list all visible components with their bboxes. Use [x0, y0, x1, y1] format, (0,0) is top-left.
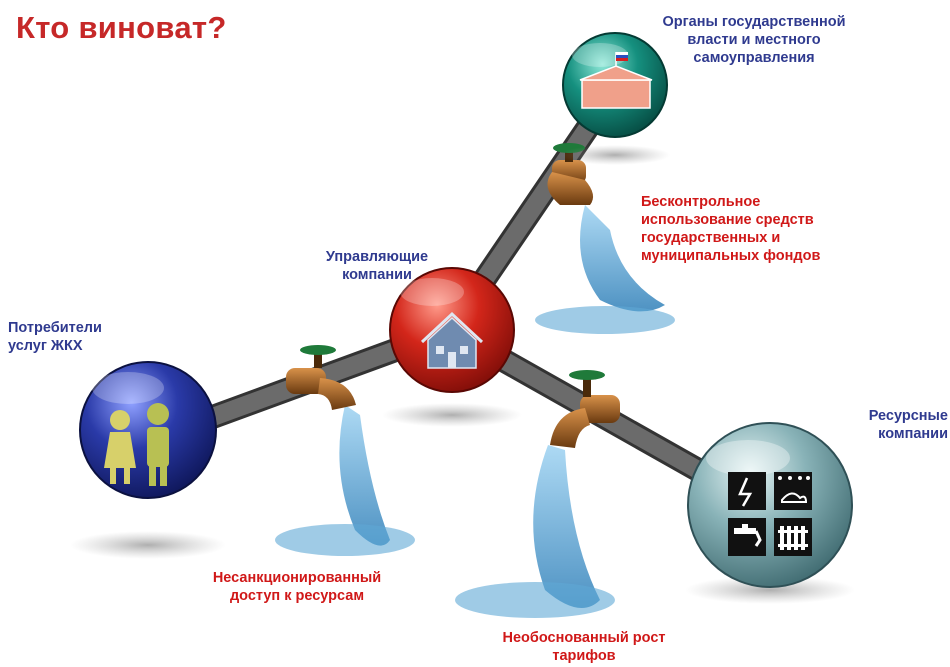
problem-unauthorized-access: Несанкционированный доступ к ресурсам	[182, 569, 412, 605]
house-icon	[420, 311, 484, 369]
faucet-icon	[286, 345, 356, 410]
problem-tariff-growth-text: Необоснованный рост тарифов	[502, 630, 666, 664]
water-stream-1	[535, 205, 675, 334]
problem-uncontrolled-funds-text: Бесконтрольное использование средств гос…	[641, 194, 821, 264]
problem-uncontrolled-funds: Бесконтрольное использование средств гос…	[641, 193, 891, 265]
label-management: Управляющие компании	[297, 248, 457, 284]
authorities-sphere	[562, 32, 668, 138]
people-icon	[104, 403, 169, 486]
water-stream-2	[275, 405, 415, 556]
government-building-icon	[579, 52, 653, 109]
label-authorities-text: Органы государственной власти и местного…	[662, 14, 846, 66]
resource-sphere	[687, 422, 853, 588]
page-title: Кто виноват?	[16, 10, 227, 45]
management-sphere	[389, 267, 515, 393]
problem-unauthorized-access-text: Несанкционированный доступ к ресурсам	[212, 570, 382, 604]
label-authorities: Органы государственной власти и местного…	[626, 13, 882, 67]
faucet-icon	[547, 143, 594, 205]
consumers-sphere	[79, 361, 217, 499]
label-consumers: Потребители услуг ЖКХ	[8, 319, 158, 355]
label-resource: Ресурсные компании	[820, 407, 948, 443]
water-stream-3	[455, 445, 615, 618]
faucet-icon	[550, 370, 620, 448]
label-consumers-text: Потребители услуг ЖКХ	[8, 320, 102, 354]
utilities-icon	[728, 472, 812, 556]
label-resource-text: Ресурсные компании	[868, 408, 948, 442]
label-management-text: Управляющие компании	[325, 249, 429, 283]
problem-tariff-growth: Необоснованный рост тарифов	[454, 629, 714, 665]
